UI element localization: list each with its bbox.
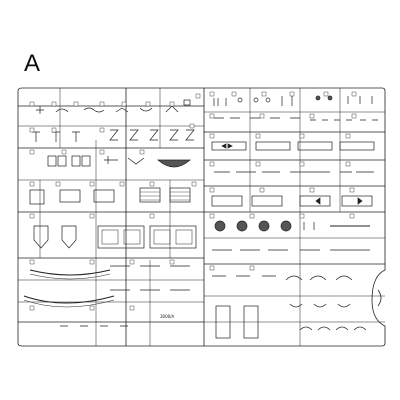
part-number-tag xyxy=(289,91,295,97)
part-number-tag xyxy=(249,213,255,219)
part-number-tag xyxy=(73,101,79,107)
part-number-tag xyxy=(323,91,329,97)
part-number-tag xyxy=(169,101,175,107)
part-number-tag xyxy=(129,259,135,265)
part-number-tag xyxy=(209,187,215,193)
part-number-tag xyxy=(169,259,175,265)
sprue-letter-label: A xyxy=(24,50,41,77)
part-number-tag xyxy=(191,181,197,187)
kit-number-label: 3000/A xyxy=(160,314,175,319)
part-number-tag xyxy=(231,91,237,97)
part-number-tag xyxy=(209,133,215,139)
part-number-tag xyxy=(209,91,215,97)
part-number-tag xyxy=(349,213,355,219)
part-number-tag xyxy=(89,213,95,219)
part-number-tag xyxy=(89,259,95,265)
part-number-tag xyxy=(119,181,125,187)
part-number-tag xyxy=(29,101,35,107)
part-number-tag xyxy=(55,181,61,187)
part-number-tag xyxy=(149,181,155,187)
part-number-tag xyxy=(299,213,305,219)
part-number-tag xyxy=(209,113,215,119)
part-number-tag xyxy=(345,133,351,139)
part-number-tag xyxy=(29,213,35,219)
part-number-tag xyxy=(349,187,355,193)
part-number-tag xyxy=(129,305,135,311)
arrow-part-icon xyxy=(221,143,233,149)
part-icon xyxy=(213,98,227,106)
part-number-tag xyxy=(99,127,105,133)
part-number-tag xyxy=(209,265,215,271)
curved-rail-icon xyxy=(23,295,115,304)
part-number-tag xyxy=(259,113,265,119)
part-number-tag xyxy=(345,161,351,167)
part-number-tag xyxy=(249,265,255,271)
part-number-tag xyxy=(145,101,151,107)
part-number-tag xyxy=(299,133,305,139)
part-number-tag xyxy=(309,113,315,119)
part-number-tag xyxy=(51,101,57,107)
part-number-tag xyxy=(139,149,145,155)
sprue-frame-icon xyxy=(17,87,386,347)
part-number-tag xyxy=(29,181,35,187)
part-number-tag xyxy=(61,149,67,155)
part-number-tag xyxy=(149,213,155,219)
part-number-tag xyxy=(195,93,201,99)
part-number-tag xyxy=(189,123,195,129)
wheel-icon xyxy=(280,220,292,232)
part-number-tag xyxy=(29,149,35,155)
part-number-tag xyxy=(89,181,95,187)
wheel-icon xyxy=(236,220,248,232)
part-number-tag xyxy=(309,187,315,193)
part-number-tag xyxy=(351,91,357,97)
part-number-tag xyxy=(29,259,35,265)
wheel-icon xyxy=(258,220,270,232)
part-number-tag xyxy=(121,101,127,107)
part-number-tag xyxy=(51,127,57,133)
part-icon xyxy=(32,99,195,142)
part-number-tags xyxy=(29,91,357,311)
part-number-tag xyxy=(29,127,35,133)
wheel-icon xyxy=(214,220,226,232)
part-number-tag xyxy=(29,305,35,311)
part-number-tag xyxy=(261,91,267,97)
part-number-tag xyxy=(351,113,357,119)
part-number-tag xyxy=(255,161,261,167)
part-number-tag xyxy=(255,133,261,139)
part-number-tag xyxy=(299,161,305,167)
part-number-tag xyxy=(259,187,265,193)
part-number-tag xyxy=(99,101,105,107)
part-number-tag xyxy=(99,149,105,155)
part-icon xyxy=(47,155,57,167)
part-number-tag xyxy=(89,305,95,311)
curved-rail-icon xyxy=(29,269,111,276)
part-number-tag xyxy=(209,161,215,167)
part-icon xyxy=(157,159,191,168)
part-number-tag xyxy=(209,213,215,219)
